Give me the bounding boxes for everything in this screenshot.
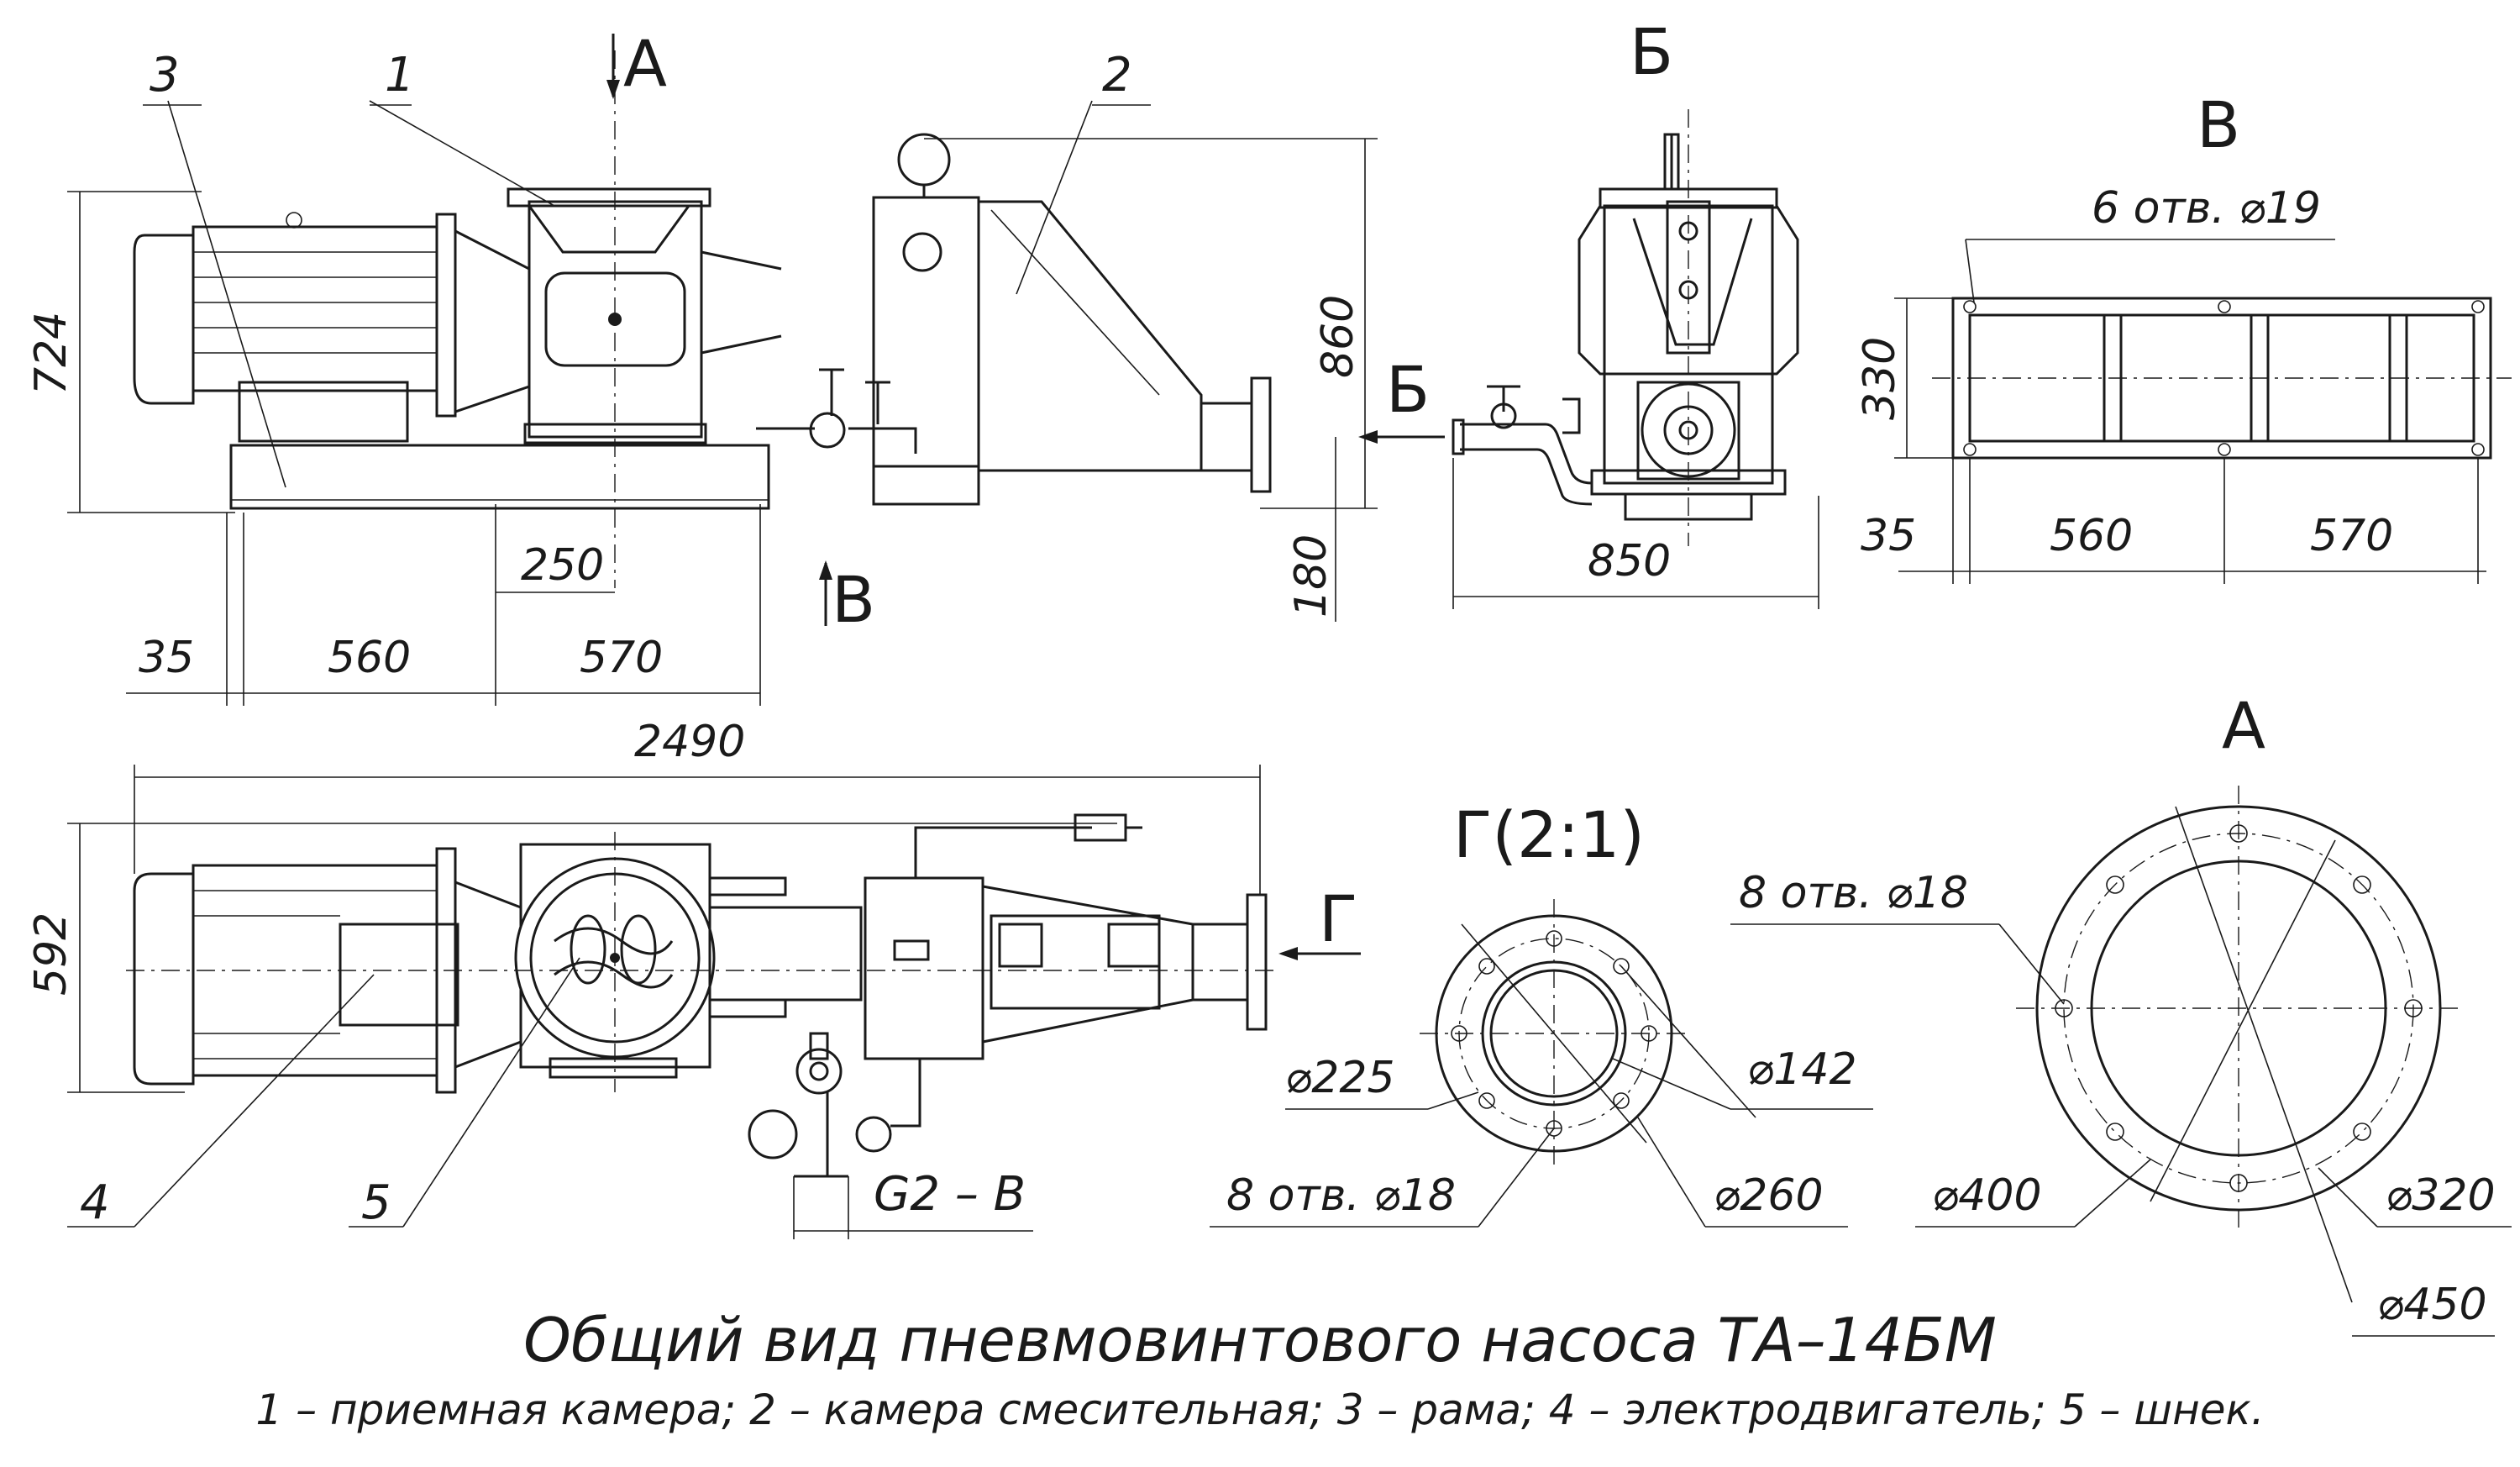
- frame-base: [229, 444, 770, 510]
- dim-phi450: ⌀450: [2377, 1280, 2487, 1330]
- callout-5: 5: [361, 1175, 391, 1230]
- dim-560: 560: [328, 633, 411, 683]
- dim-35: 35: [139, 633, 194, 683]
- section-a-label: A: [623, 26, 667, 101]
- detail-holes-label: 8 отв. ⌀18: [1226, 1170, 1456, 1221]
- dim-phi225: ⌀225: [1285, 1053, 1395, 1103]
- dim-35-frame: 35: [1861, 511, 1916, 561]
- callout-1: 1: [385, 48, 415, 103]
- view-a-title: A: [2222, 688, 2265, 763]
- arrow-g-label: Г: [1319, 881, 1357, 956]
- callout-3: 3: [150, 48, 180, 103]
- arrow-b-label: Б: [1386, 352, 1430, 427]
- thread-label: G2 – B: [874, 1167, 1026, 1222]
- view-b-title: Б: [1630, 14, 1673, 89]
- dim-860: 860: [1313, 295, 1363, 378]
- dim-180: 180: [1286, 534, 1336, 618]
- drawing-title: Общий вид пневмовинтового насоса ТА–14БМ: [523, 1305, 1997, 1375]
- frame-holes-label: 6 отв. ⌀19: [2092, 183, 2321, 234]
- mixing-chamber: [872, 133, 1272, 506]
- dim-phi400: ⌀400: [1932, 1170, 2042, 1221]
- dim-phi260: ⌀260: [1714, 1170, 1824, 1221]
- flange-holes-label: 8 отв. ⌀18: [1739, 868, 1968, 918]
- top-view: 4 5 2490 592 G2 – B Г: [26, 717, 1361, 1239]
- frame-view-v: В 6 отв. ⌀19 330 35 560 570: [1855, 87, 2512, 584]
- detail-g-title: Г(2:1): [1453, 797, 1645, 872]
- dim-850: 850: [1588, 536, 1671, 586]
- flange-view-a: A 8 отв. ⌀18 ⌀400 ⌀320 ⌀450: [1730, 688, 2512, 1337]
- detail-g: Г(2:1) ⌀225 ⌀142 8 отв. ⌀18 ⌀260: [1210, 797, 1873, 1228]
- dim-724: 724: [26, 312, 76, 395]
- drawing-legend: 1 – приемная камера; 2 – камера смесител…: [255, 1386, 2264, 1434]
- dim-330: 330: [1855, 337, 1905, 420]
- dim-phi142: ⌀142: [1747, 1044, 1857, 1095]
- dim-phi320: ⌀320: [2386, 1170, 2496, 1221]
- callout-4: 4: [80, 1175, 110, 1230]
- coupling-housing: [454, 229, 531, 414]
- dim-250: 250: [521, 540, 604, 591]
- air-piping-front: [756, 368, 917, 454]
- receiving-chamber: [507, 187, 782, 444]
- dim-560-frame: 560: [2050, 511, 2133, 561]
- front-view: 3 1 2 A В 724 860 180 250: [26, 26, 1378, 706]
- dim-592: 592: [26, 912, 76, 996]
- motor-front: [133, 212, 457, 443]
- view-v-title: В: [2197, 87, 2240, 162]
- dim-2490: 2490: [634, 717, 745, 767]
- dim-570-frame: 570: [2310, 511, 2393, 561]
- section-v-label: В: [832, 562, 875, 637]
- dim-570: 570: [580, 633, 663, 683]
- side-view-b: Б Б 850: [1358, 14, 1819, 609]
- callout-2: 2: [1102, 48, 1132, 103]
